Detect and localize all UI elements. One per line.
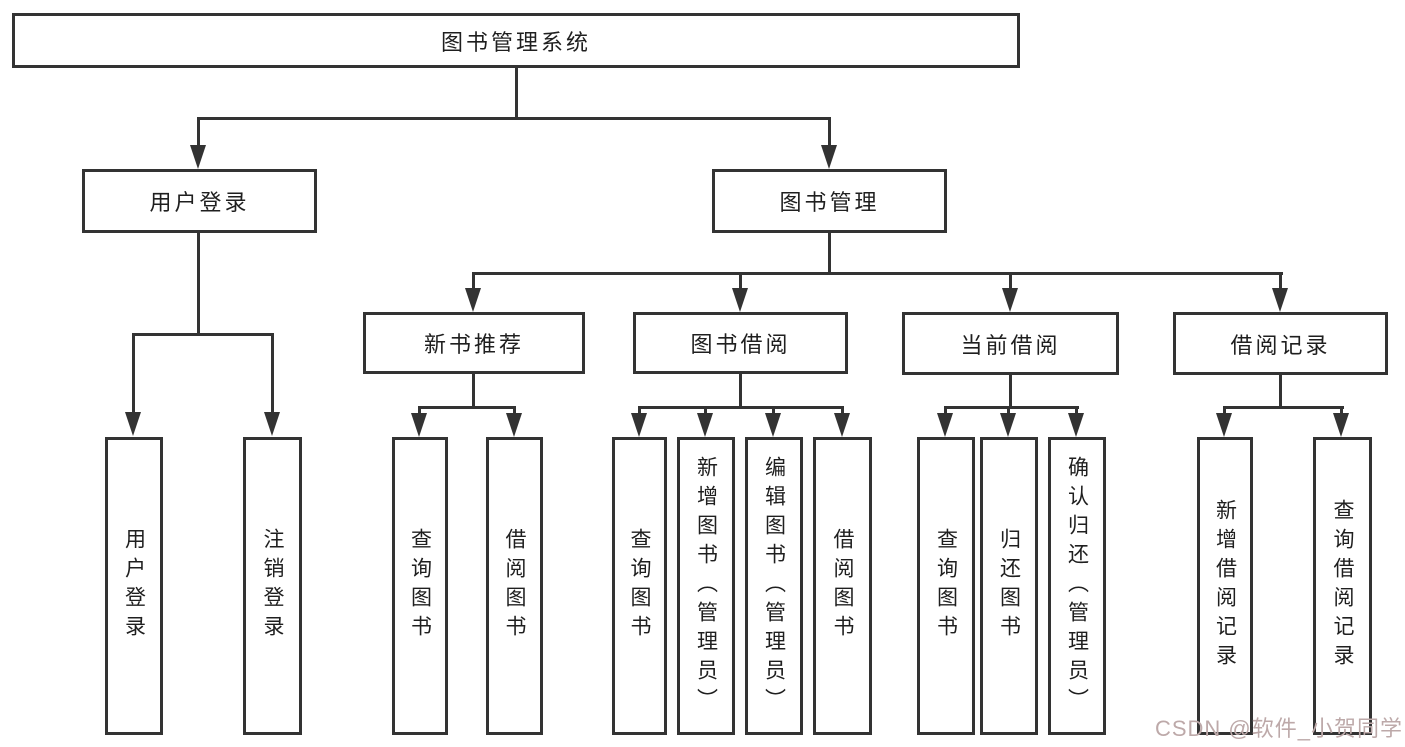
connector-line <box>1223 406 1226 416</box>
leaf-user-login: 用户登录 <box>105 437 163 735</box>
leaf-edit-books-admin: 编辑图书（管理员） <box>745 437 803 735</box>
connector-line <box>638 406 641 416</box>
connector-line <box>1279 374 1282 409</box>
connector-line <box>1009 272 1012 290</box>
arrow-down-icon <box>937 413 953 437</box>
connector-line <box>418 406 421 416</box>
connector-line <box>1340 406 1343 416</box>
leaf-add-borrow-record: 新增借阅记录 <box>1197 437 1253 735</box>
connector-line <box>828 117 831 147</box>
connector-line <box>515 68 518 118</box>
arrow-down-icon <box>1068 413 1084 437</box>
connector-line <box>472 272 1283 275</box>
connector-line <box>944 406 1079 409</box>
arrow-down-icon <box>125 412 141 436</box>
connector-line <box>944 406 947 416</box>
leaf-borrow-books-recommend: 借阅图书 <box>486 437 543 735</box>
leaf-confirm-return-admin: 确认归还（管理员） <box>1048 437 1106 735</box>
leaf-logout: 注销登录 <box>243 437 302 735</box>
connector-line <box>638 406 844 409</box>
leaf-query-books-current: 查询图书 <box>917 437 975 735</box>
arrow-down-icon <box>1000 413 1016 437</box>
arrow-down-icon <box>190 145 206 169</box>
connector-line <box>1007 406 1010 416</box>
watermark: CSDN @软件_小贺同学 <box>1154 716 1403 741</box>
connector-line <box>1009 374 1012 409</box>
connector-line <box>132 333 135 413</box>
node-borrowing-records: 借阅记录 <box>1173 312 1388 375</box>
connector-line <box>828 233 831 275</box>
arrow-down-icon <box>1002 288 1018 312</box>
connector-line <box>197 117 831 120</box>
connector-line <box>197 233 200 336</box>
arrow-down-icon <box>834 413 850 437</box>
arrow-down-icon <box>1272 288 1288 312</box>
arrow-down-icon <box>465 288 481 312</box>
leaf-query-books-borrowing: 查询图书 <box>612 437 667 735</box>
arrow-down-icon <box>631 413 647 437</box>
connector-line <box>472 373 475 409</box>
leaf-return-books: 归还图书 <box>980 437 1038 735</box>
leaf-borrow-books-borrowing: 借阅图书 <box>813 437 872 735</box>
connector-line <box>1075 406 1078 416</box>
leaf-query-borrow-record: 查询借阅记录 <box>1313 437 1372 735</box>
connector-line <box>772 406 775 416</box>
node-book-borrowing: 图书借阅 <box>633 312 848 374</box>
node-user-login: 用户登录 <box>82 169 317 233</box>
arrow-down-icon <box>697 413 713 437</box>
node-current-borrowing: 当前借阅 <box>902 312 1119 375</box>
node-new-book-recommendation: 新书推荐 <box>363 312 585 374</box>
arrow-down-icon <box>732 288 748 312</box>
node-book-management: 图书管理 <box>712 169 947 233</box>
connector-line <box>739 373 742 409</box>
connector-line <box>1223 406 1344 409</box>
connector-line <box>841 406 844 416</box>
arrow-down-icon <box>264 412 280 436</box>
arrow-down-icon <box>1216 413 1232 437</box>
connector-line <box>704 406 707 416</box>
leaf-query-books-recommend: 查询图书 <box>392 437 448 735</box>
connector-line <box>197 117 200 147</box>
arrow-down-icon <box>506 413 522 437</box>
leaf-add-books-admin: 新增图书（管理员） <box>677 437 735 735</box>
connector-line <box>418 406 516 409</box>
arrow-down-icon <box>821 145 837 169</box>
connector-line <box>739 272 742 290</box>
arrow-down-icon <box>765 413 781 437</box>
connector-line <box>472 272 475 290</box>
connector-line <box>271 333 274 413</box>
arrow-down-icon <box>411 413 427 437</box>
connector-line <box>1279 272 1282 290</box>
arrow-down-icon <box>1333 413 1349 437</box>
connector-line <box>513 406 516 416</box>
node-library-system: 图书管理系统 <box>12 13 1020 68</box>
connector-line <box>132 333 274 336</box>
